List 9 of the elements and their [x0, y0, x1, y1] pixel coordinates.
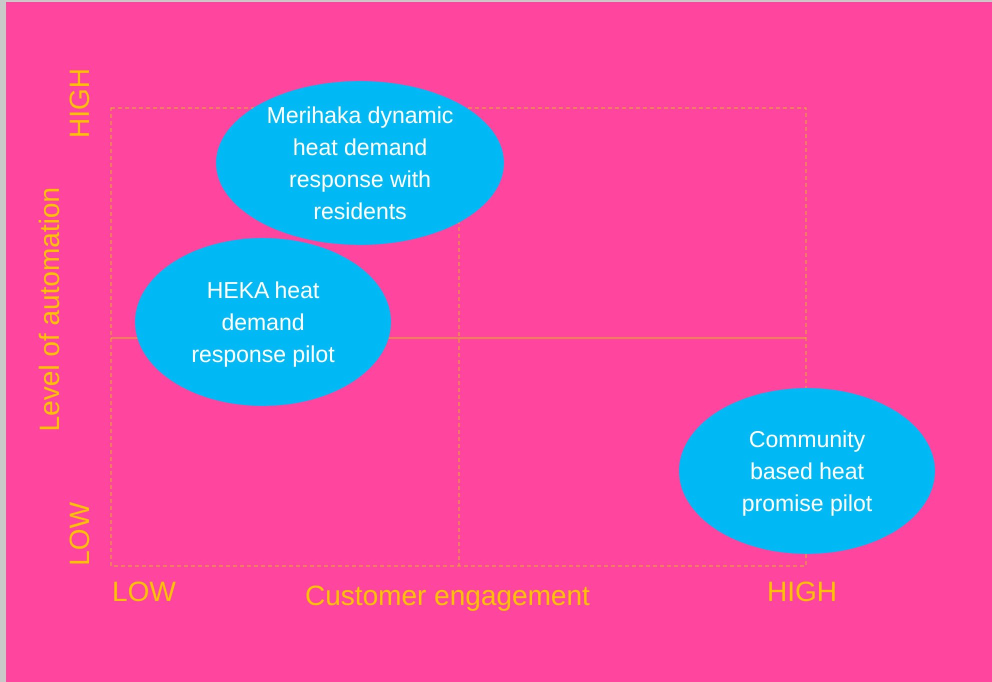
node-label: Community based heat promise pilot [740, 425, 874, 518]
y-axis-label: Level of automation [36, 187, 64, 432]
x-axis-label: LOW [112, 578, 176, 606]
x-axis-label: Customer engagement [305, 582, 590, 610]
x-axis-label: HIGH [767, 578, 837, 606]
y-axis-label: HIGH [66, 68, 94, 138]
node-label: HEKA heat demand response pilot [190, 276, 336, 369]
node-label: Merihaka dynamic heat demand response with residents [266, 101, 454, 226]
y-axis-label: LOW [66, 502, 94, 566]
